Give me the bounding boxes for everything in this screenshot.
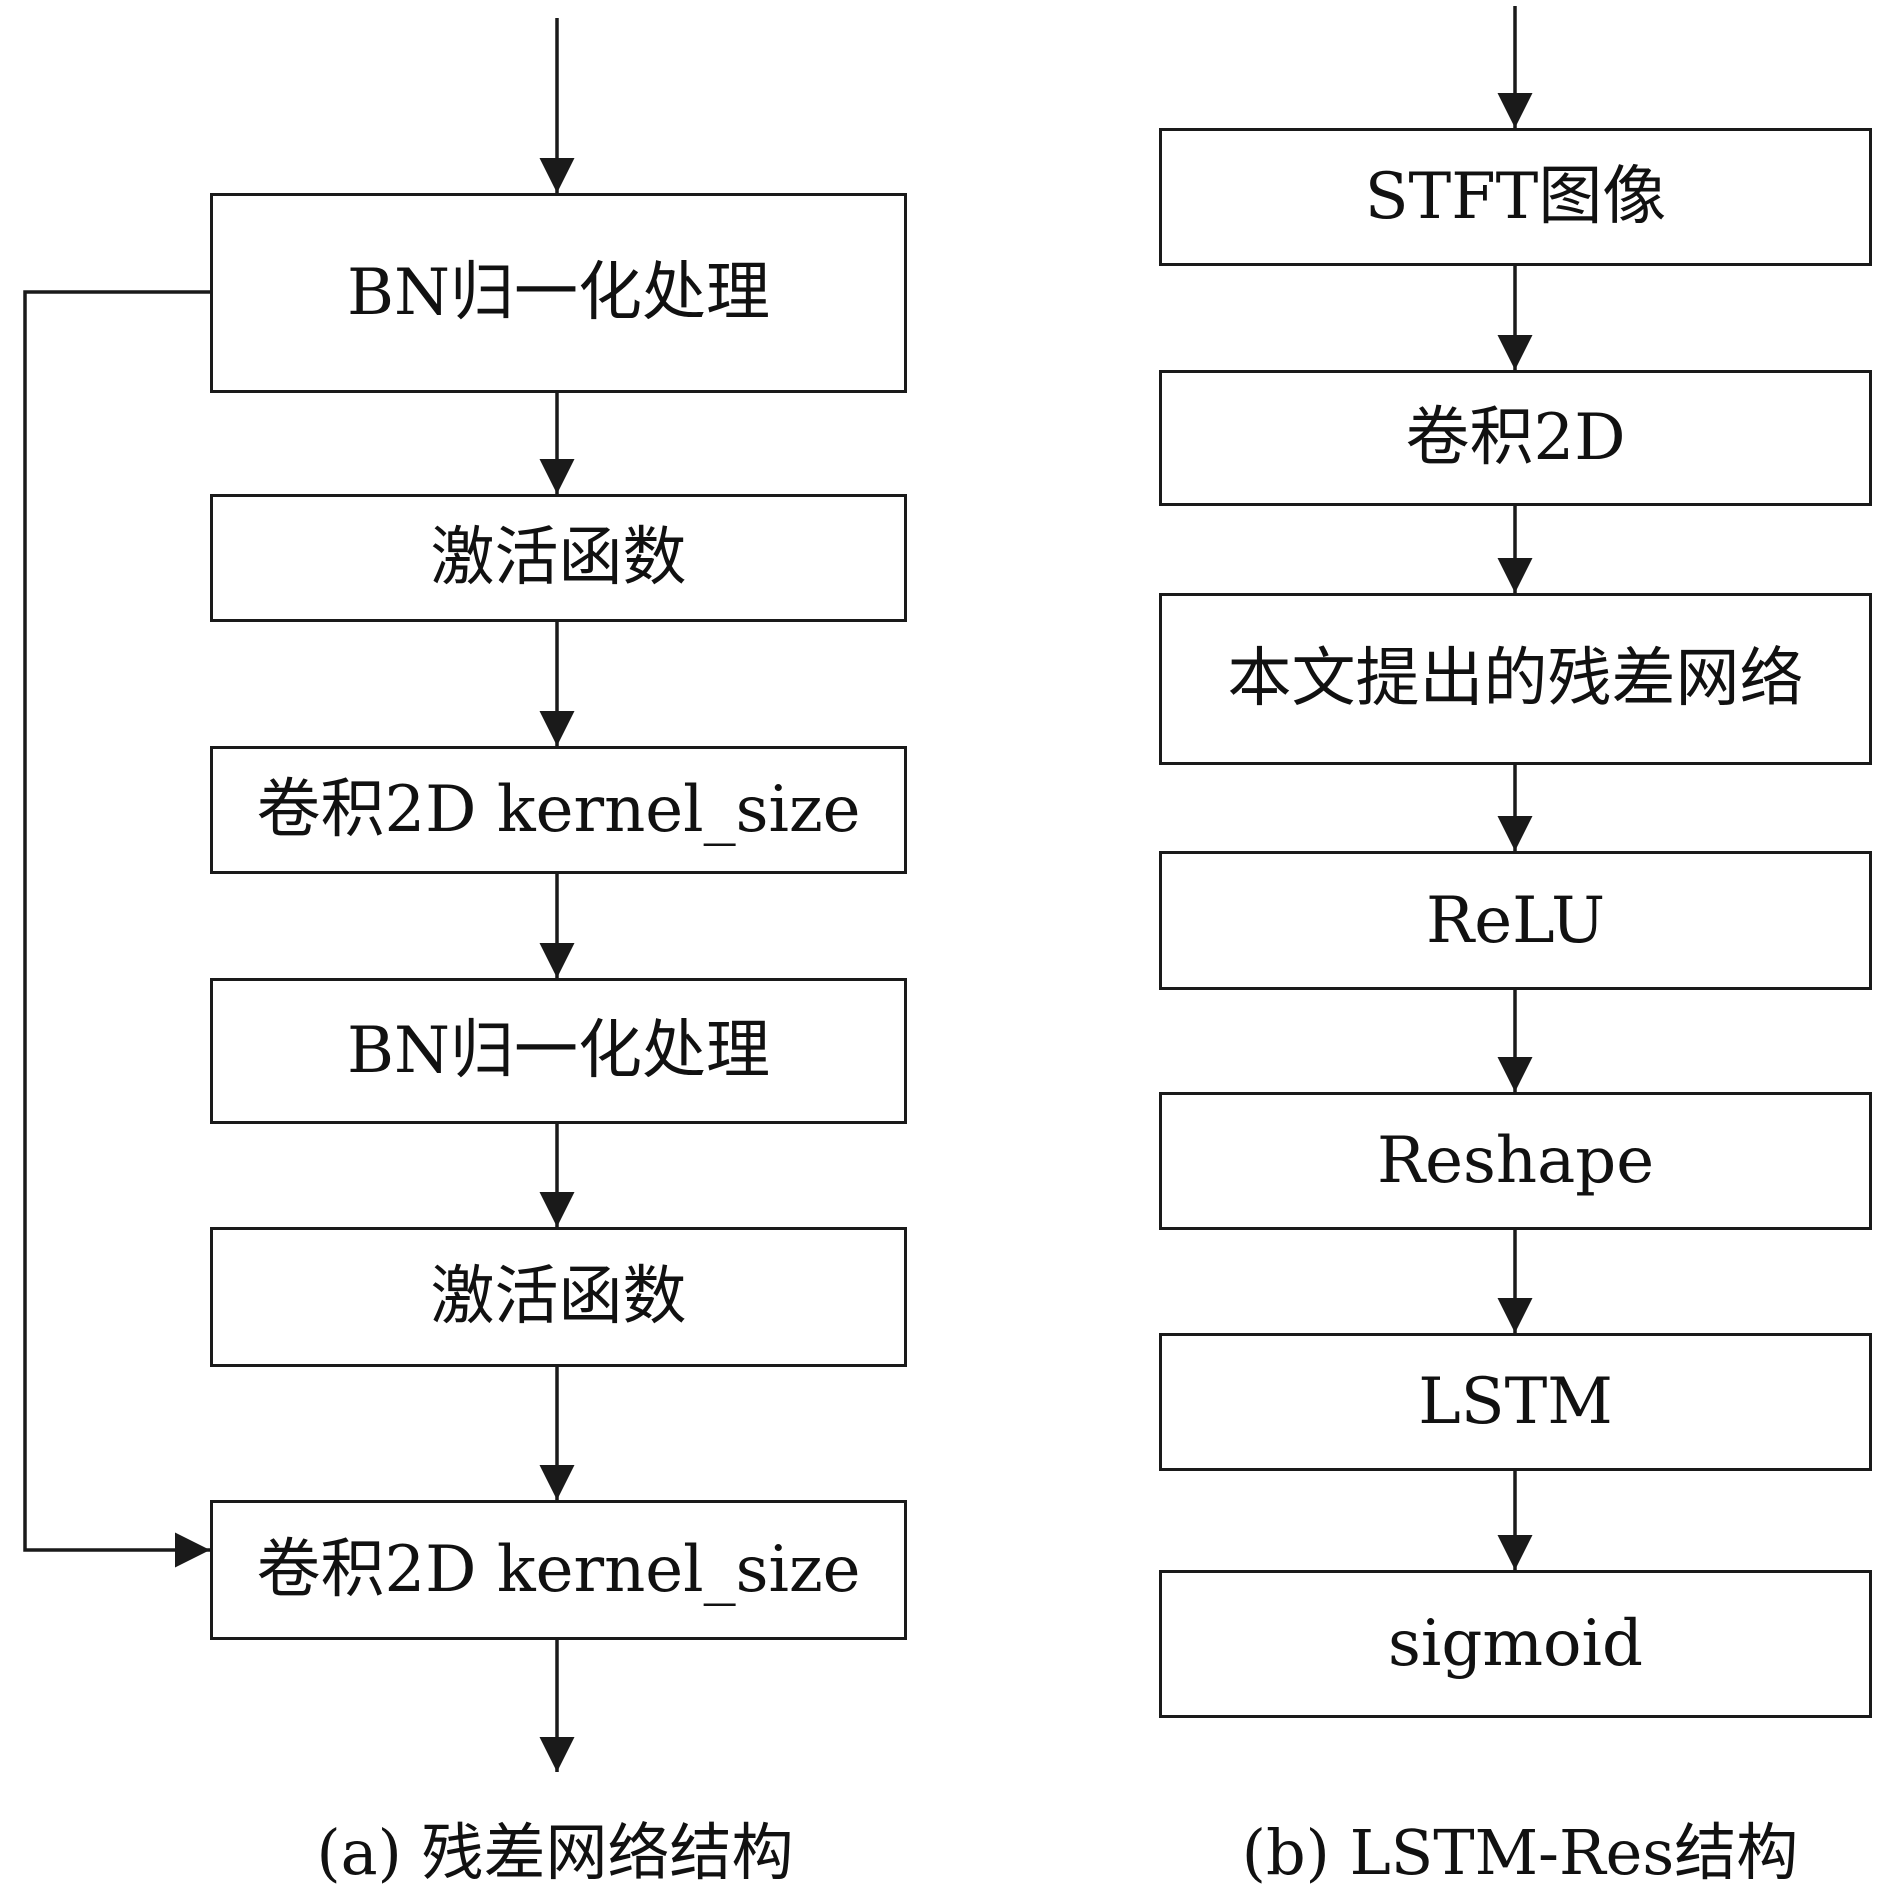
node-bn-normalization-2: BN归一化处理 [210, 978, 907, 1124]
node-reshape: Reshape [1159, 1092, 1872, 1230]
node-activation-1: 激活函数 [210, 494, 907, 622]
node-label: 卷积2D kernel_size [256, 773, 861, 847]
node-stft-image: STFT图像 [1159, 128, 1872, 266]
node-relu: ReLU [1159, 851, 1872, 990]
node-conv2d: 卷积2D [1159, 370, 1872, 506]
caption-residual-network: (a) 残差网络结构 [316, 1816, 794, 1889]
node-conv2d-1: 卷积2D kernel_size [210, 746, 907, 874]
node-label: 卷积2D [1405, 401, 1626, 475]
node-lstm: LSTM [1159, 1333, 1872, 1471]
node-label: 本文提出的残差网络 [1227, 642, 1804, 716]
node-label: Reshape [1376, 1124, 1655, 1198]
node-label: BN归一化处理 [346, 256, 771, 330]
node-label: 激活函数 [430, 521, 687, 595]
node-label: 卷积2D kernel_size [256, 1533, 861, 1607]
node-sigmoid: sigmoid [1159, 1570, 1872, 1718]
node-label: 激活函数 [430, 1260, 687, 1334]
skip-connection-a [23, 290, 216, 1568]
node-conv2d-2: 卷积2D kernel_size [210, 1500, 907, 1640]
node-proposed-residual-network: 本文提出的残差网络 [1159, 593, 1872, 765]
caption-lstm-res: (b) LSTM-Res结构 [1241, 1816, 1799, 1889]
node-label: STFT图像 [1364, 160, 1667, 234]
node-label: BN归一化处理 [346, 1014, 771, 1088]
node-bn-normalization-1: BN归一化处理 [210, 193, 907, 393]
node-label: sigmoid [1388, 1607, 1643, 1681]
node-activation-2: 激活函数 [210, 1227, 907, 1367]
node-label: ReLU [1426, 883, 1605, 958]
node-label: LSTM [1418, 1365, 1613, 1439]
